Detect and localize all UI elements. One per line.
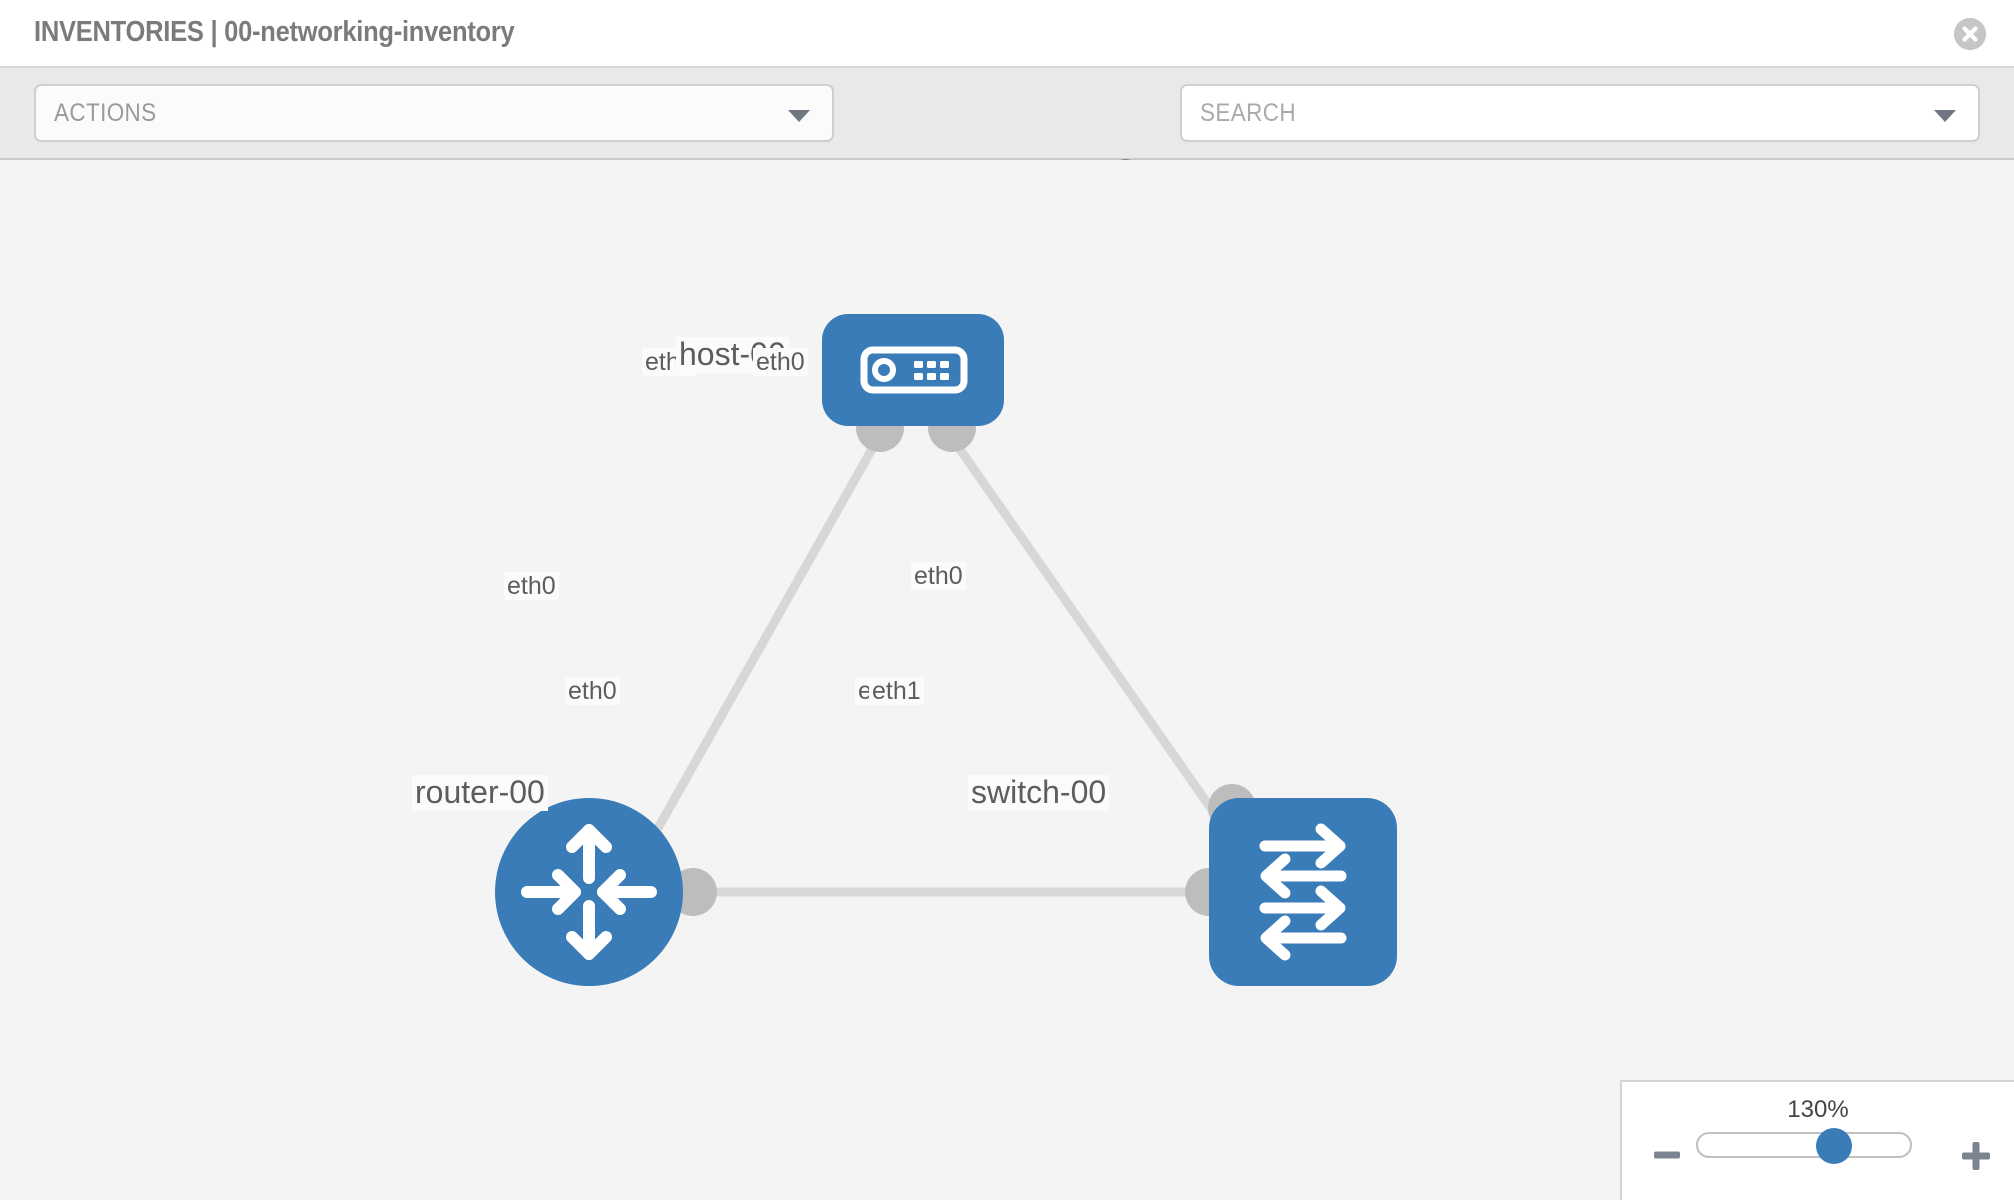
topology-graph <box>495 314 1397 986</box>
plus-icon[interactable] <box>1960 1140 1992 1177</box>
chevron-down-icon <box>788 110 810 122</box>
interface-label: eth1 <box>869 677 924 706</box>
node-label-switch: switch-00 <box>968 775 1110 811</box>
topology-canvas[interactable]: eth0 host-00 eth0 eth0 eth0 eth0 eth0 et… <box>0 160 2014 1200</box>
search-input[interactable]: SEARCH <box>1180 84 1980 142</box>
zoom-control-panel: 130% <box>1620 1080 2014 1200</box>
page-header: INVENTORIES | 00-networking-inventory <box>0 0 2014 68</box>
zoom-level-value: 130% <box>1787 1096 1849 1123</box>
minus-icon[interactable] <box>1652 1140 1682 1175</box>
node-switch-00[interactable] <box>1209 798 1397 986</box>
actions-dropdown-label: ACTIONS <box>54 99 157 127</box>
node-host-00[interactable] <box>822 314 1004 426</box>
link-host-router <box>636 432 884 863</box>
actions-dropdown[interactable]: ACTIONS <box>34 84 834 142</box>
close-icon[interactable] <box>1954 18 1986 50</box>
zoom-slider-thumb[interactable] <box>1816 1128 1853 1164</box>
node-label-router: router-00 <box>412 775 548 811</box>
zoom-slider[interactable] <box>1696 1128 1912 1164</box>
chevron-down-icon[interactable] <box>1934 110 1956 122</box>
interface-label: eth0 <box>504 572 559 601</box>
search-placeholder: SEARCH <box>1200 99 1296 127</box>
page-title: INVENTORIES | 00-networking-inventory <box>34 16 515 48</box>
toolbar: ACTIONS SEARCH <box>0 68 2014 192</box>
link-host-switch <box>946 432 1244 853</box>
interface-label: eth0 <box>565 677 620 706</box>
interface-label: eth0 <box>911 562 966 591</box>
node-router-00[interactable] <box>495 798 683 986</box>
interface-label: eth0 <box>753 348 808 377</box>
